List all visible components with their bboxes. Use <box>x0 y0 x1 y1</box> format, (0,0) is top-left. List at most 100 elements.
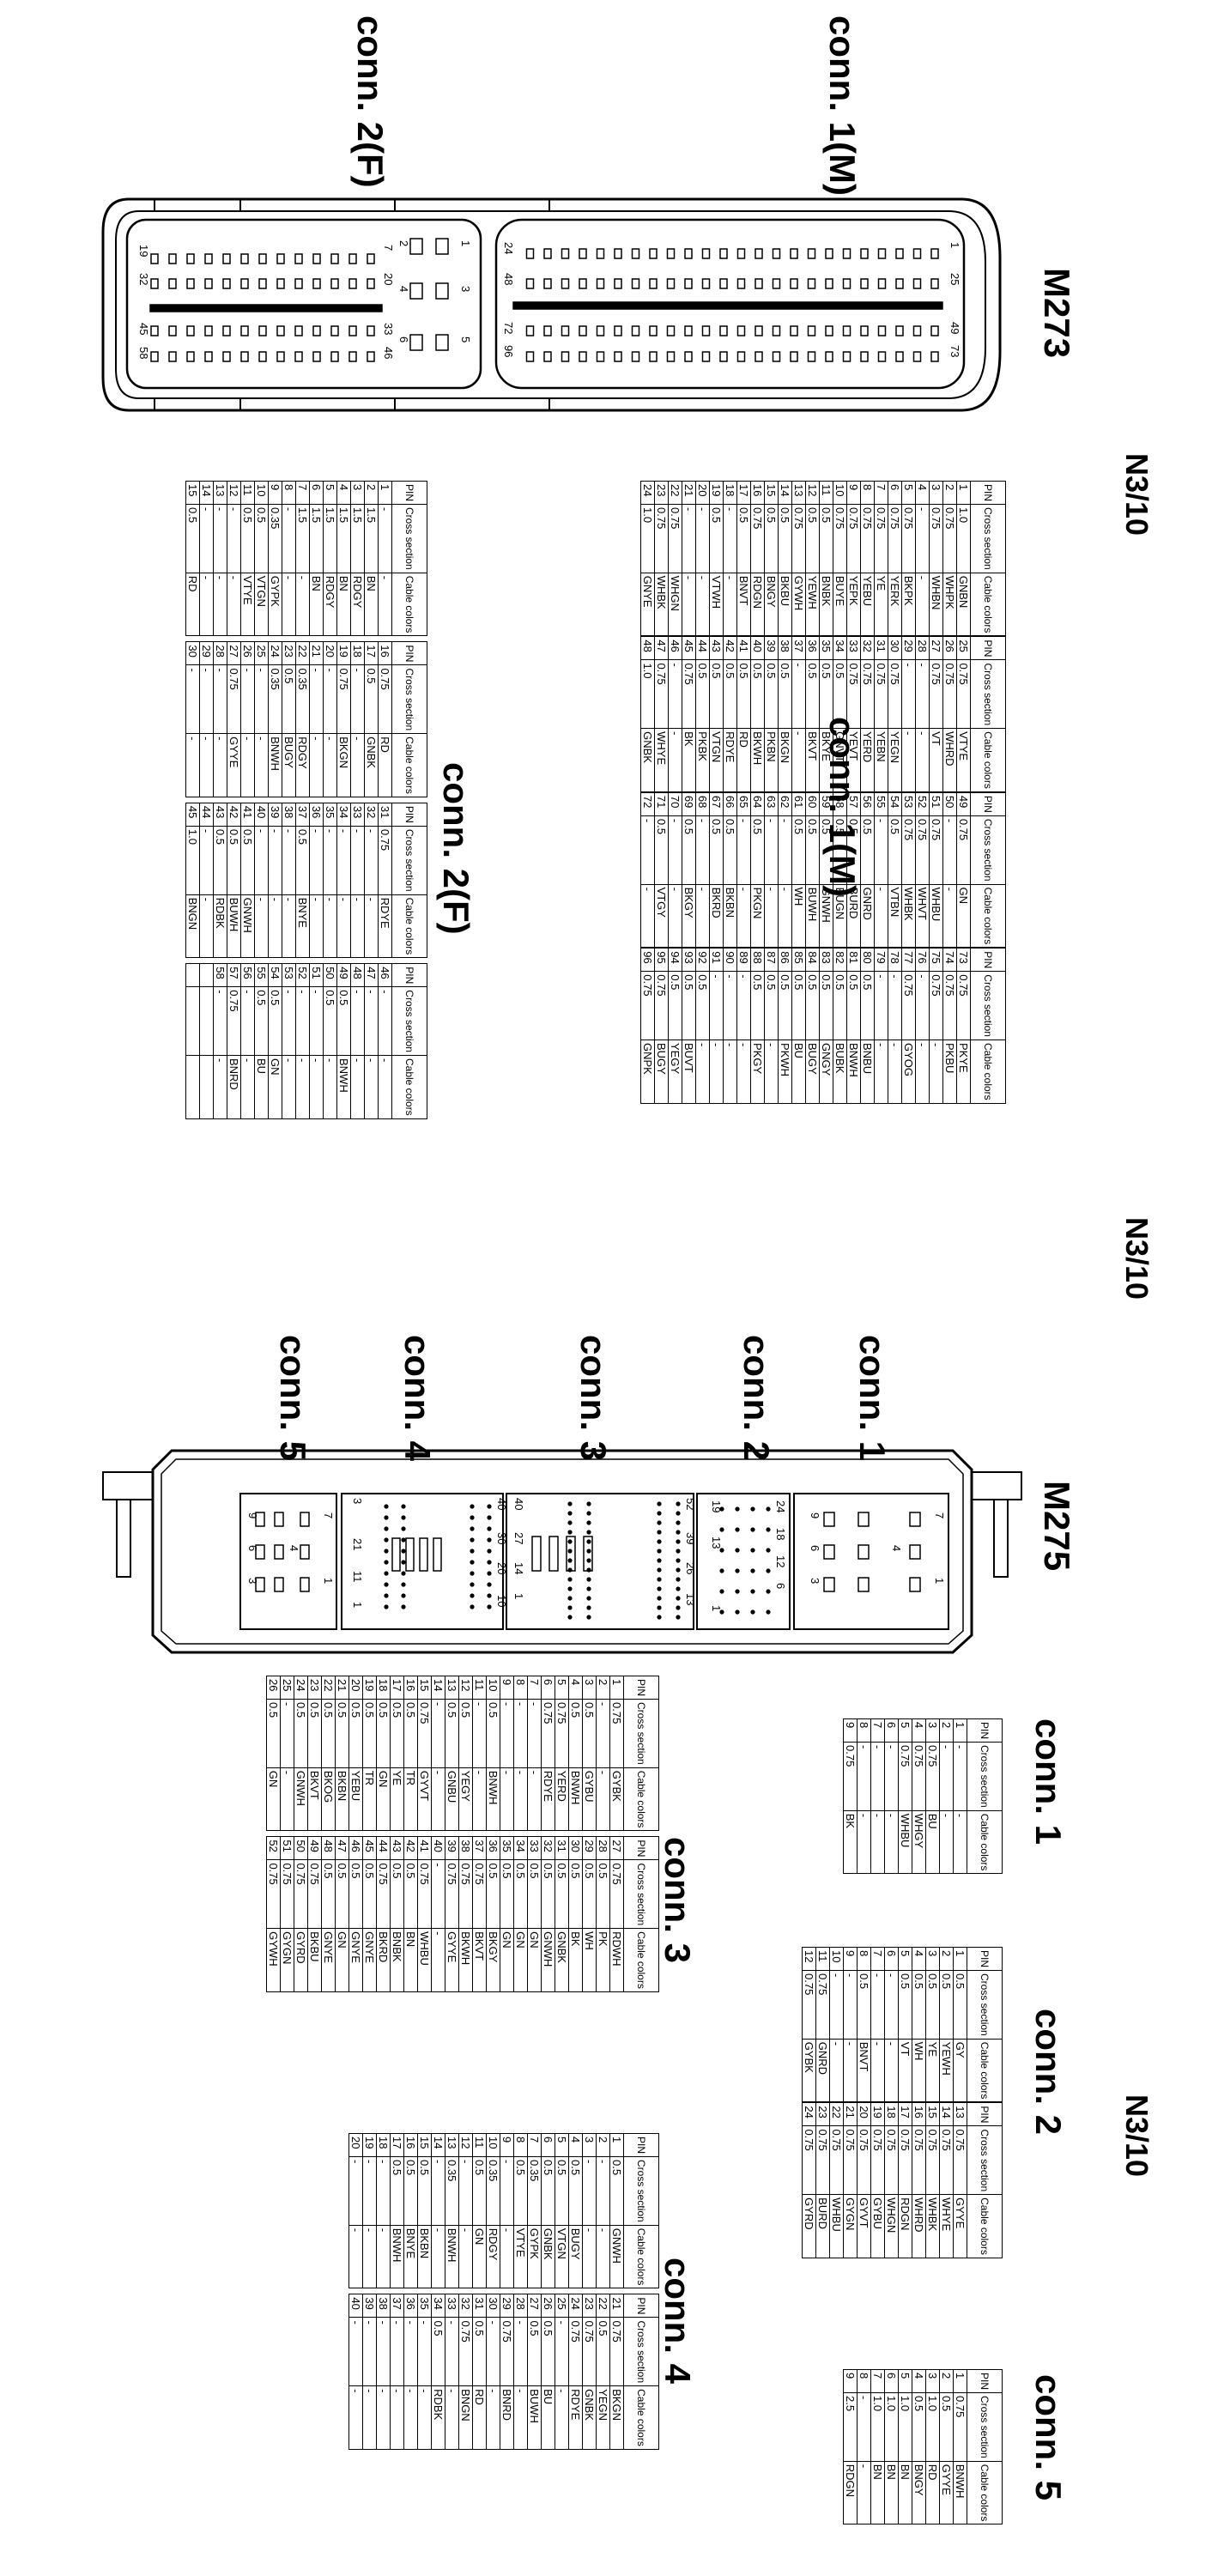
pin-dot <box>735 1548 740 1553</box>
cable-color-cell: BKBU <box>307 1928 322 1992</box>
pin-dot <box>735 1506 740 1512</box>
pin-slot <box>276 278 285 289</box>
cross-section-cell: 0.75 <box>458 1859 473 1929</box>
pin-cell: 56 <box>240 963 255 987</box>
cable-color-cell: BK <box>682 728 696 792</box>
cross-section-cell: 0.5 <box>778 659 792 729</box>
pin-cell: 56 <box>860 792 875 816</box>
cable-color-cell: YE <box>925 2039 940 2102</box>
cross-section-cell: - <box>309 826 324 895</box>
cable-color-cell: - <box>884 2039 899 2102</box>
cross-section-cell: - <box>268 826 282 895</box>
cable-color-cell: RDGN <box>898 2194 912 2258</box>
pin-number-label: 7 <box>933 1512 946 1518</box>
cross-section-cell: 0.5 <box>582 1699 597 1768</box>
cable-color-cell: GNWH <box>294 1767 308 1831</box>
pin-cell: 41 <box>736 636 751 660</box>
pin-dot <box>735 1527 740 1532</box>
column-header: Cable colors <box>623 2225 659 2288</box>
pin-slot <box>772 351 781 362</box>
pin-cell: 37 <box>295 803 310 827</box>
cable-color-cell: BKGN <box>336 733 351 797</box>
pin-dot <box>657 1501 662 1506</box>
column-header: Cable colors <box>970 884 1006 948</box>
cable-color-cell: - <box>445 2385 459 2450</box>
pin-cell: 8 <box>860 481 875 505</box>
pin-cell: 32 <box>541 1836 555 1860</box>
label-m275-conn4: conn. 4 <box>397 1335 438 1462</box>
pin-cell: 31 <box>472 2294 487 2318</box>
pin-cell: 18 <box>376 1676 391 1700</box>
pin-number-label: 1 <box>322 1578 335 1584</box>
cable-color-cell: - <box>254 894 269 958</box>
pin-slot <box>330 253 339 264</box>
pin-cell: 52 <box>915 792 930 816</box>
cable-color-cell: WHYE <box>939 2194 954 2258</box>
cable-color-cell: - <box>901 728 916 792</box>
pin-cell: 14 <box>431 2133 445 2157</box>
cross-section-cell: 0.75 <box>376 1859 391 1929</box>
pin-dot <box>384 1604 389 1609</box>
cross-section-cell: 0.5 <box>486 1859 500 1929</box>
cross-section-cell: 0.35 <box>268 664 282 734</box>
cross-section-cell: - <box>527 1699 542 1768</box>
pin-cell: 1 <box>609 2133 624 2157</box>
cross-section-cell: 0.5 <box>458 1699 473 1768</box>
pin-cell: 40 <box>750 636 765 660</box>
cross-section-cell: - <box>884 1970 899 2040</box>
cross-section-cell: 0.5 <box>709 659 724 729</box>
pin-cell: 29 <box>901 636 916 660</box>
cable-color-cell: BNGY <box>764 573 779 636</box>
cable-color-cell: - <box>282 894 296 958</box>
pin-cell: 85 <box>791 948 806 972</box>
cross-section-cell: - <box>596 2156 610 2226</box>
cross-section-cell: 0.5 <box>833 815 847 885</box>
pin-cell: 10 <box>254 481 269 505</box>
pin-dot <box>676 1530 681 1535</box>
pin-slot <box>150 278 159 289</box>
pin-cell: 80 <box>860 948 875 972</box>
pin-slot <box>860 248 869 259</box>
column-header: Cable colors <box>391 733 427 797</box>
cable-color-cell: - <box>348 2385 363 2450</box>
column-header: PIN <box>391 963 427 987</box>
cable-color-cell: RDGY <box>486 2225 500 2288</box>
pin-dot <box>487 1571 492 1576</box>
cross-section-cell: 0.5 <box>541 2317 555 2386</box>
pin-slot <box>912 351 922 362</box>
cable-color-cell: - <box>874 884 888 948</box>
cross-section-cell: 1.5 <box>350 504 365 573</box>
m275-connector: 7934612418126191315239261340271414030201… <box>102 1449 1022 1654</box>
pin-cell: 26 <box>942 636 957 660</box>
pin-dot <box>676 1549 681 1554</box>
cable-color-cell: GNBK <box>582 2385 597 2450</box>
cross-section-cell: 0.5 <box>403 1859 418 1929</box>
cable-color-cell: BU <box>541 2385 555 2450</box>
cross-section-cell: 0.5 <box>541 2156 555 2226</box>
table-row: 1-- <box>953 1718 967 1874</box>
pin-cell: 42 <box>403 1836 418 1860</box>
pin-slot <box>719 248 728 259</box>
pin-slot-large <box>419 1537 428 1572</box>
pin-slot <box>666 248 676 259</box>
pin-cell: 78 <box>888 948 902 972</box>
cross-section-cell: 0.5 <box>860 971 875 1040</box>
pin-dot <box>401 1504 406 1509</box>
pin-slot <box>631 278 640 289</box>
cross-section-cell: 0.75 <box>874 504 888 573</box>
cable-color-cell: GYPK <box>527 2225 542 2288</box>
cross-section-cell: - <box>640 815 655 885</box>
cross-section-cell: - <box>254 826 269 895</box>
pin-number-label: 6 <box>774 1583 787 1589</box>
pin-cell: 40 <box>431 1836 445 1860</box>
cable-color-cell: YEGN <box>596 2385 610 2450</box>
cross-section-cell: 0.75 <box>609 1699 624 1768</box>
cross-section-cell: - <box>723 504 737 573</box>
pin-cell: 13 <box>445 1676 459 1700</box>
